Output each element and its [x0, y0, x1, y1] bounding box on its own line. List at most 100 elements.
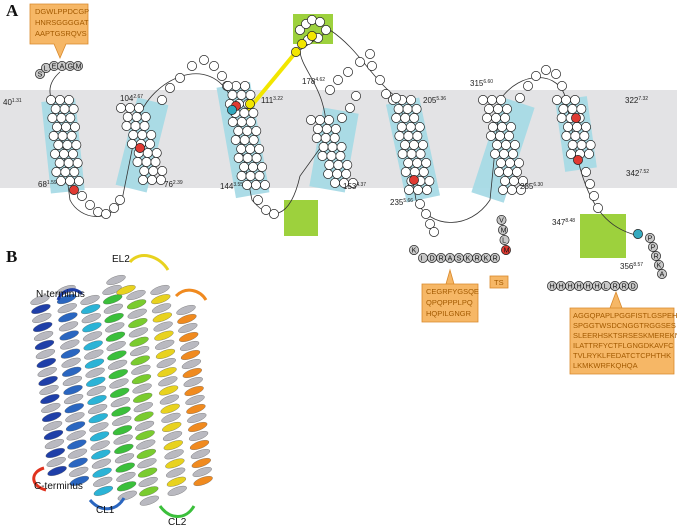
helix-turn — [179, 332, 199, 342]
residue-circle — [367, 61, 377, 71]
residue-circle-cys — [297, 39, 307, 49]
residue-circle — [405, 122, 416, 132]
helix-turn — [105, 322, 125, 333]
resnum-347-sup: 8.48 — [565, 218, 575, 224]
residue-circle — [495, 131, 505, 141]
residue-circle — [393, 104, 404, 114]
helix-turn — [33, 331, 54, 341]
residue-circle-cys — [291, 47, 301, 57]
helix-turn — [112, 425, 133, 436]
helix-turn — [31, 304, 51, 314]
helix-turn — [151, 294, 171, 305]
residue-circle — [351, 91, 361, 101]
residue-circle — [484, 104, 494, 114]
c-tail-right-residue-letter: K — [657, 263, 662, 270]
residue-circle — [323, 169, 334, 179]
cl3-residue — [490, 253, 500, 263]
residue-circle — [558, 104, 569, 114]
c-term-seq-4: ILATTRFYCTFLGNGDKAVFC — [573, 341, 674, 350]
resnum-235-base: 235 — [390, 198, 404, 207]
residue-circle — [165, 83, 175, 93]
helix-turn — [57, 303, 77, 314]
residue-circle — [137, 130, 148, 140]
helix-turn — [150, 285, 170, 295]
residue-circle — [506, 122, 516, 132]
residue-circle — [515, 93, 525, 103]
residue-circle — [415, 199, 425, 209]
cl3-right-residue — [501, 245, 511, 255]
residue-circle — [52, 122, 62, 132]
helix-turn — [116, 471, 136, 482]
residue-circle — [576, 104, 587, 114]
residue-circle — [53, 140, 64, 150]
residue-circle — [147, 175, 157, 185]
residue-circle-cys — [307, 31, 317, 41]
protein-structure — [30, 254, 213, 518]
helix-turn — [176, 305, 196, 315]
n-term-seq-1: DGWLPPDCGP — [35, 7, 89, 16]
resnum-356-base: 356 — [620, 262, 634, 271]
helix-turn — [153, 321, 173, 332]
residue-circle — [260, 180, 270, 190]
resnum-235: 2355.66 — [390, 198, 413, 207]
resnum-68: 681.59 — [38, 180, 57, 189]
residue-circle — [227, 90, 238, 100]
helix-turn — [154, 330, 174, 341]
helix-turn — [106, 275, 126, 285]
helix-turn — [102, 285, 122, 295]
helix-turn — [34, 340, 55, 350]
residue-circle — [233, 153, 244, 163]
residue-circle — [315, 115, 325, 125]
residue-circle — [68, 104, 79, 114]
residue-circle — [59, 149, 69, 159]
residue-circle — [337, 113, 347, 123]
n-term-seq-2: HNRSGGGGAT — [35, 18, 89, 27]
helix-turn — [135, 430, 155, 441]
helix-turn — [106, 341, 126, 352]
helix-turn — [130, 346, 150, 357]
residue-circle — [557, 81, 567, 91]
residue-circle — [563, 122, 573, 132]
helix-turn — [139, 486, 159, 497]
residue-circle — [131, 112, 142, 122]
residue-circle — [413, 185, 423, 195]
residue-circle — [64, 95, 74, 105]
residue-circle — [567, 140, 578, 150]
helix-turn — [181, 359, 202, 369]
residue-circle — [414, 122, 425, 132]
helix-turn — [128, 327, 149, 338]
residue-circle — [482, 113, 492, 123]
residue-circle — [146, 130, 157, 140]
residue-circle — [242, 153, 253, 163]
helix-turn — [156, 358, 176, 369]
helix-turn — [131, 364, 151, 375]
residue-circle — [584, 149, 594, 159]
residue-circle — [311, 133, 322, 143]
resnum-347: 3478.48 — [552, 218, 575, 227]
n-tail-residue-letter: S — [38, 72, 43, 79]
residue-circle — [345, 103, 355, 113]
residue-circle — [70, 122, 80, 132]
residue-circle — [581, 122, 591, 132]
residue-circle — [503, 167, 513, 177]
residue-circle — [257, 162, 268, 172]
helix-turn — [192, 467, 212, 477]
resnum-285-base: 285 — [520, 182, 534, 191]
residue-circle — [217, 71, 227, 81]
cl3-residue-letter: D — [430, 256, 435, 263]
residue-circle — [156, 175, 166, 185]
helix-turn — [162, 421, 182, 432]
resnum-76-base: 76 — [164, 180, 173, 189]
panel-b-letter: B — [6, 247, 17, 266]
c-tail-right-residue — [648, 242, 658, 252]
residue-circle — [157, 95, 167, 105]
residue-circle — [315, 17, 325, 27]
residue-circle — [412, 131, 423, 141]
helix-turn — [126, 290, 146, 300]
c-term-seq-5: TVLRYKLFEDATCTCPHTHK — [573, 351, 671, 360]
cl3-seq-2: QPQPPPLPQ — [426, 298, 473, 307]
cl3-box — [421, 268, 479, 323]
structure-loop — [174, 288, 208, 301]
helix-turn — [65, 412, 85, 423]
